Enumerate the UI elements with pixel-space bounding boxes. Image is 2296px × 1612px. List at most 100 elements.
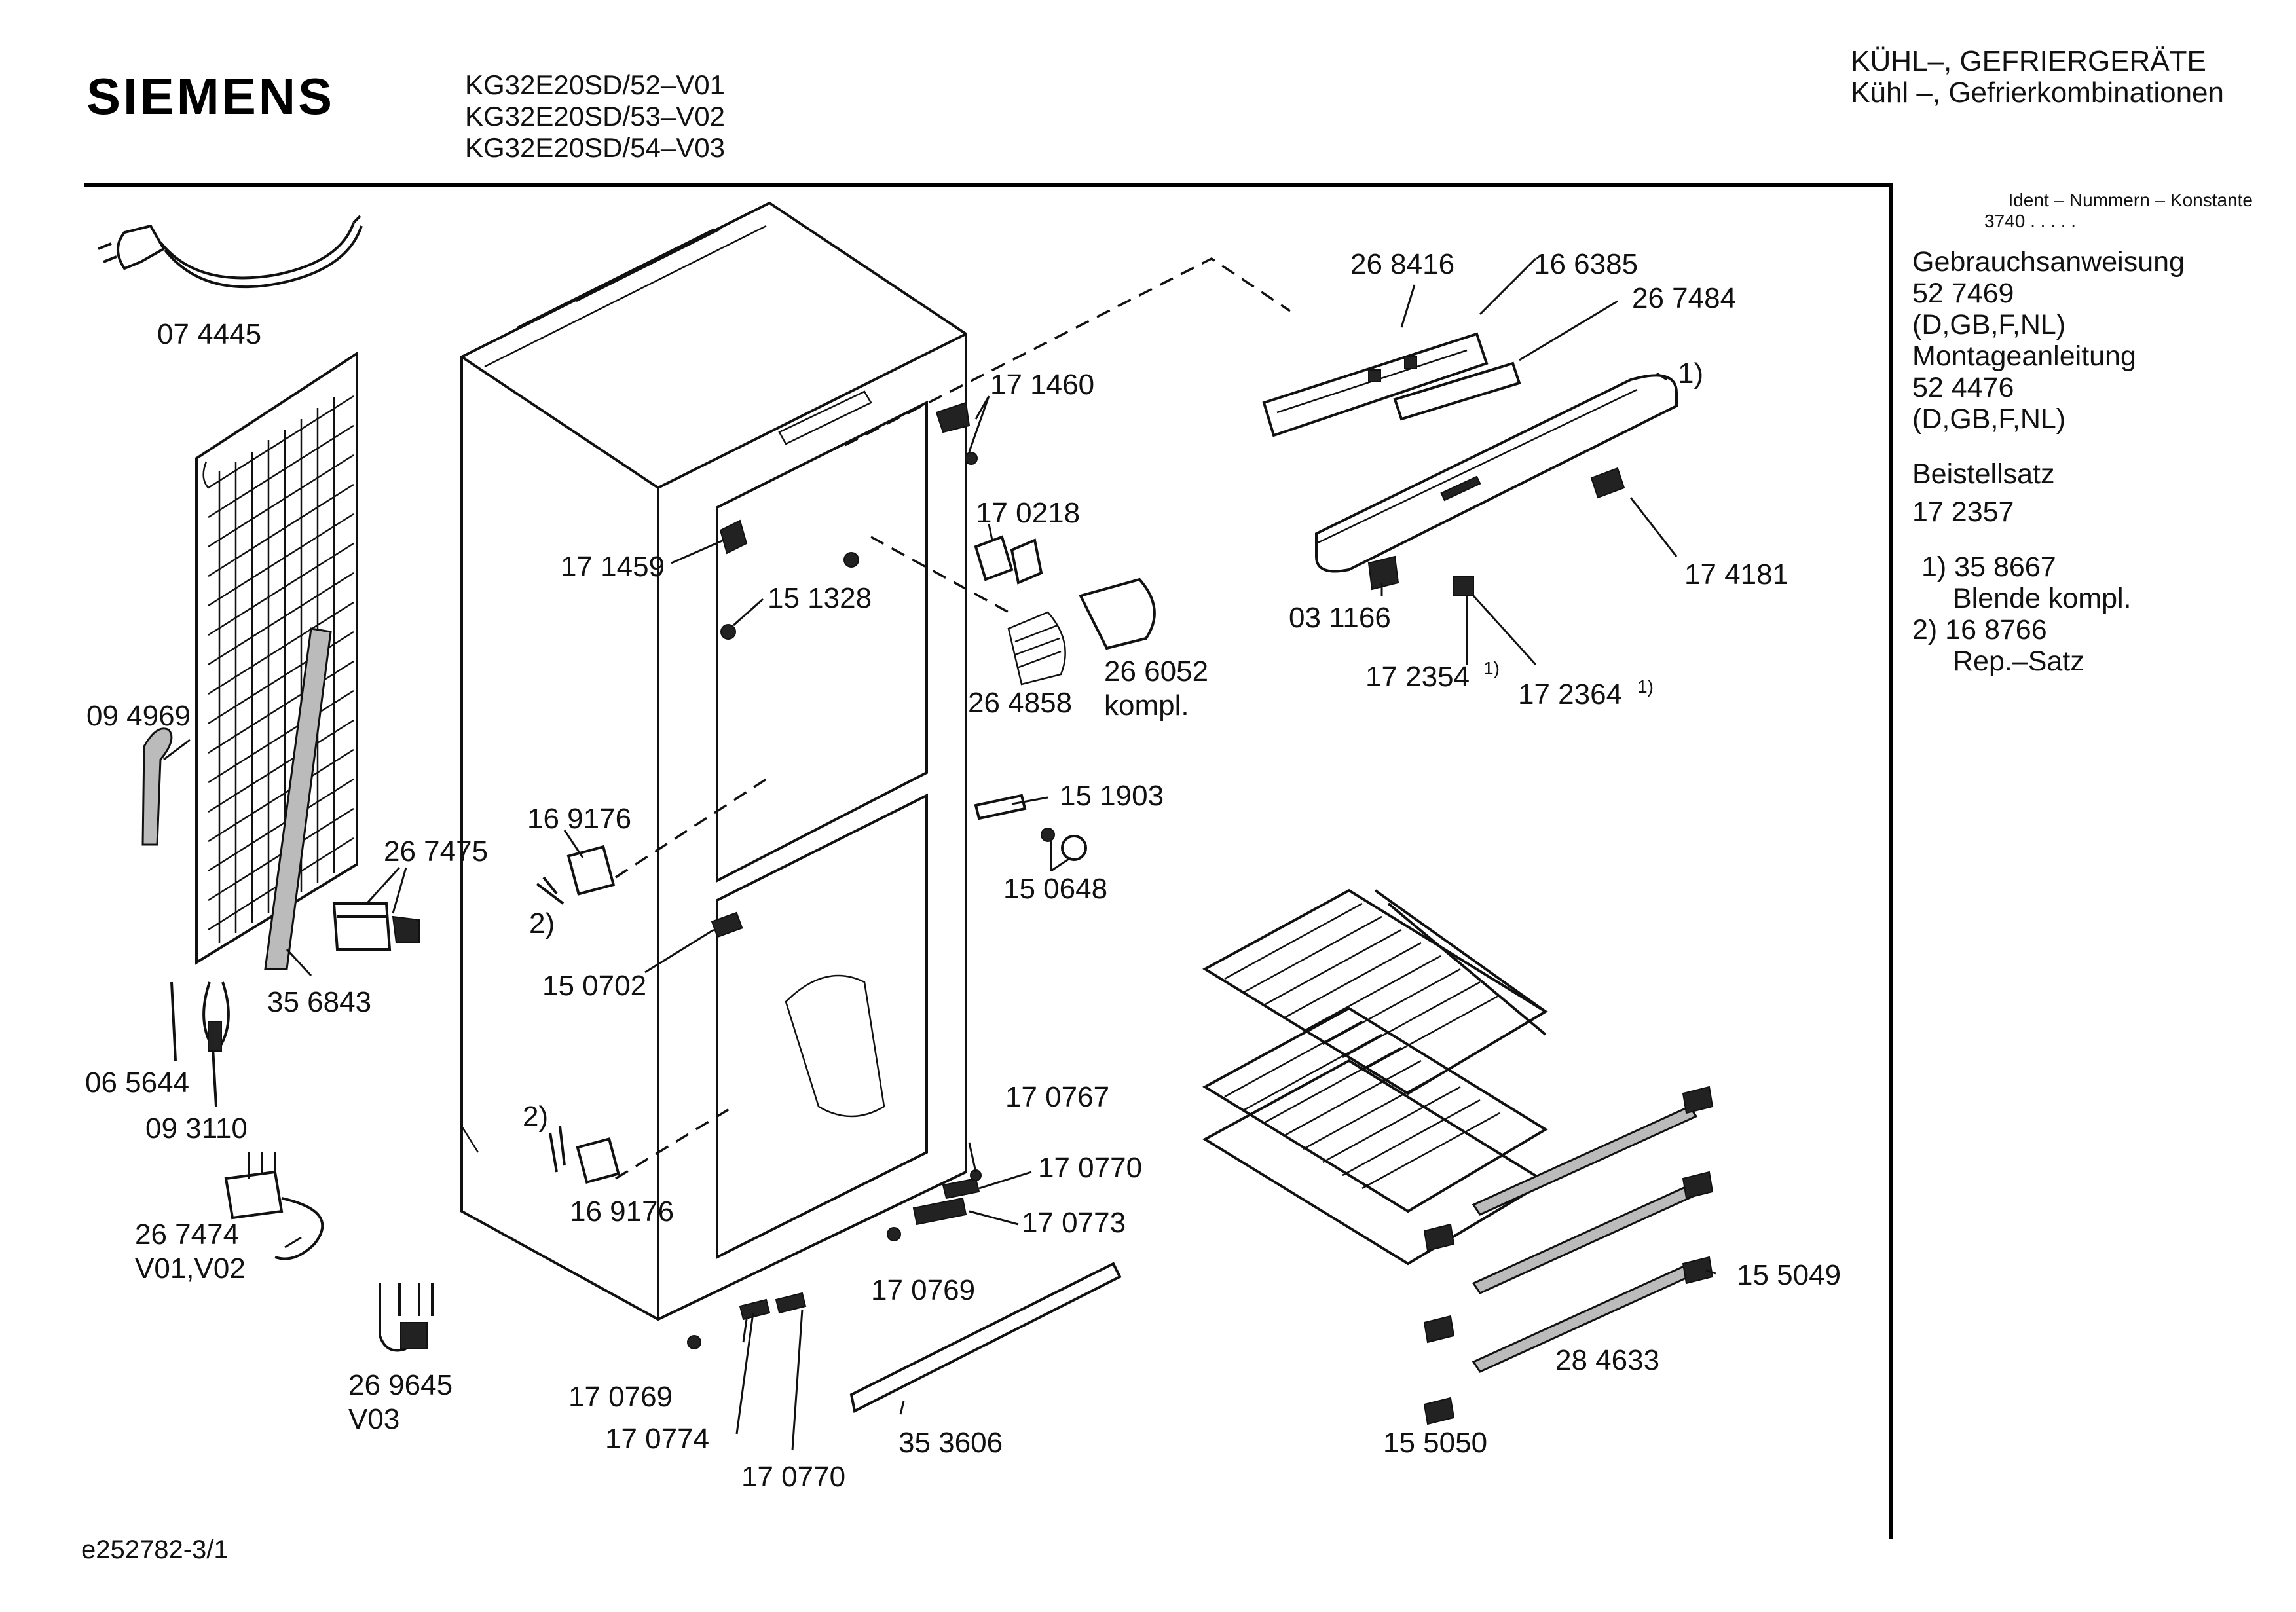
- model-number: KG32E20SD/52–V01: [465, 69, 725, 100]
- part-label: 26 8416: [1350, 248, 1454, 280]
- lamp-holder-icon: [1367, 555, 1399, 591]
- mounting-title: Montageanleitung: [1912, 340, 2136, 372]
- part-label: 17 1459: [561, 551, 665, 583]
- part-label: 17 2354: [1365, 661, 1470, 693]
- part-label: 17 0773: [1022, 1207, 1126, 1239]
- note-2-key: 2) 16 8766: [1912, 614, 2047, 646]
- part-label: 35 3606: [898, 1427, 1003, 1459]
- kit-number: 17 2357: [1912, 496, 2014, 528]
- part-label: 07 4445: [157, 318, 261, 350]
- part-label: 35 6843: [267, 986, 371, 1018]
- part-label: 17 0770: [1038, 1152, 1142, 1184]
- transformer-icon: [224, 1152, 324, 1260]
- part-label: 26 7475: [384, 835, 488, 868]
- hinge-icon: [935, 401, 971, 433]
- ident-value: 3740 . . . . .: [1984, 211, 2077, 231]
- screw-icon: [965, 452, 978, 465]
- shelf-holder-icon: [1423, 1223, 1455, 1252]
- note-1-key: 1) 35 8667: [1921, 551, 2056, 583]
- model-list: KG32E20SD/52–V01 KG32E20SD/53–V02 KG32E2…: [465, 69, 725, 164]
- part-label: 09 4969: [86, 700, 191, 732]
- clip-icon: [549, 1126, 566, 1173]
- header-rule: [84, 183, 1891, 187]
- hinge-part-icon: [739, 1298, 771, 1321]
- manual-title: Gebrauchsanweisung: [1912, 246, 2185, 278]
- drawer-handle-icon: [849, 1262, 1122, 1413]
- manual-number: 52 7469: [1912, 278, 2014, 309]
- clip-4181-icon: [1590, 467, 1625, 499]
- shelf-holder-icon: [1682, 1086, 1714, 1114]
- clip-icon: [536, 876, 565, 905]
- part-label: V03: [348, 1403, 399, 1435]
- part-label: 15 5049: [1737, 1259, 1841, 1291]
- lamp-cover-icon: [566, 845, 616, 896]
- part-label: 1): [1678, 357, 1703, 390]
- hinge-part-icon: [775, 1292, 807, 1314]
- relay-icon: [332, 902, 420, 951]
- connector-icon: [379, 1283, 434, 1352]
- mounting-languages: (D,GB,F,NL): [1912, 403, 2066, 435]
- footnote-marker: 1): [1483, 658, 1500, 678]
- bezel-icon: [1315, 374, 1678, 573]
- part-label: 09 3110: [145, 1112, 248, 1145]
- leader-lines: [163, 257, 1716, 1451]
- part-label: 17 0218: [976, 497, 1080, 529]
- mounting-number: 52 4476: [1912, 372, 2014, 403]
- hinge-part-icon: [942, 1177, 980, 1200]
- category-heading: KÜHL–, GEFRIERGERÄTE Kühl –, Gefrierkomb…: [1851, 46, 2224, 109]
- part-label: 26 9645: [348, 1369, 453, 1401]
- knob-icon: [1453, 576, 1474, 596]
- screw-icon: [1041, 828, 1055, 842]
- model-number: KG32E20SD/54–V03: [465, 132, 725, 163]
- shelf-holder-icon: [1682, 1256, 1714, 1285]
- footnote-marker: 1): [1637, 676, 1654, 697]
- part-label: 28 4633: [1555, 1344, 1659, 1376]
- note-1-text: Blende kompl.: [1953, 583, 2132, 614]
- part-label: 17 0774: [605, 1423, 709, 1455]
- control-panel-icon: [1262, 332, 1489, 437]
- part-label: 2): [523, 1101, 548, 1133]
- shelf-holder-icon: [1682, 1171, 1714, 1200]
- part-label: 15 5050: [1383, 1427, 1487, 1459]
- sensor-cable-icon: [170, 981, 230, 1107]
- shelf-holder-icon: [1423, 1315, 1455, 1344]
- switch-insert-icon: [1393, 361, 1521, 421]
- latch-icon: [711, 911, 743, 938]
- lamp-assembly-icon: [974, 535, 1156, 686]
- part-label: 06 5644: [85, 1067, 189, 1099]
- part-label: 17 0769: [568, 1381, 673, 1413]
- part-label: 03 1166: [1289, 602, 1391, 634]
- shelf-strip-icon: [1472, 1105, 1698, 1216]
- part-label: kompl.: [1104, 689, 1189, 722]
- part-label: V01,V02: [135, 1253, 246, 1285]
- hose-icon: [141, 727, 173, 846]
- part-label: 26 6052: [1104, 655, 1208, 687]
- part-label: 2): [529, 907, 555, 940]
- power-cord-icon: [98, 215, 363, 288]
- part-label: 17 2364: [1518, 678, 1622, 710]
- manual-languages: (D,GB,F,NL): [1912, 309, 2066, 340]
- part-label: 15 0702: [542, 970, 646, 1002]
- part-label: 16 6385: [1534, 248, 1638, 280]
- part-label: 17 0770: [741, 1461, 845, 1493]
- lamp-cover-icon: [576, 1137, 620, 1184]
- part-label: 26 7474: [135, 1218, 239, 1251]
- part-label: 16 9176: [527, 803, 631, 835]
- pin-icon: [843, 552, 859, 568]
- kit-title: Beistellsatz: [1912, 458, 2055, 490]
- document-id: e252782-3/1: [81, 1535, 229, 1564]
- model-number: KG32E20SD/53–V02: [465, 101, 725, 132]
- shelf-holder-icon: [1423, 1397, 1455, 1425]
- category-line-1: KÜHL–, GEFRIERGERÄTE: [1851, 45, 2206, 77]
- note-2-text: Rep.–Satz: [1953, 646, 2084, 677]
- part-label: 17 0767: [1005, 1081, 1109, 1113]
- part-label: 17 1460: [990, 369, 1094, 401]
- part-label: 26 7484: [1632, 282, 1736, 314]
- info-sidebar: Ident – Nummern – Konstante 3740 . . . .…: [1912, 190, 2253, 677]
- hinge-bracket-icon: [719, 519, 748, 555]
- part-label: 16 9176: [570, 1196, 674, 1228]
- part-label: 26 4858: [968, 687, 1072, 719]
- part-label: 15 1328: [768, 582, 872, 614]
- brand-logo: SIEMENS: [86, 67, 335, 125]
- screw-icon: [887, 1227, 901, 1241]
